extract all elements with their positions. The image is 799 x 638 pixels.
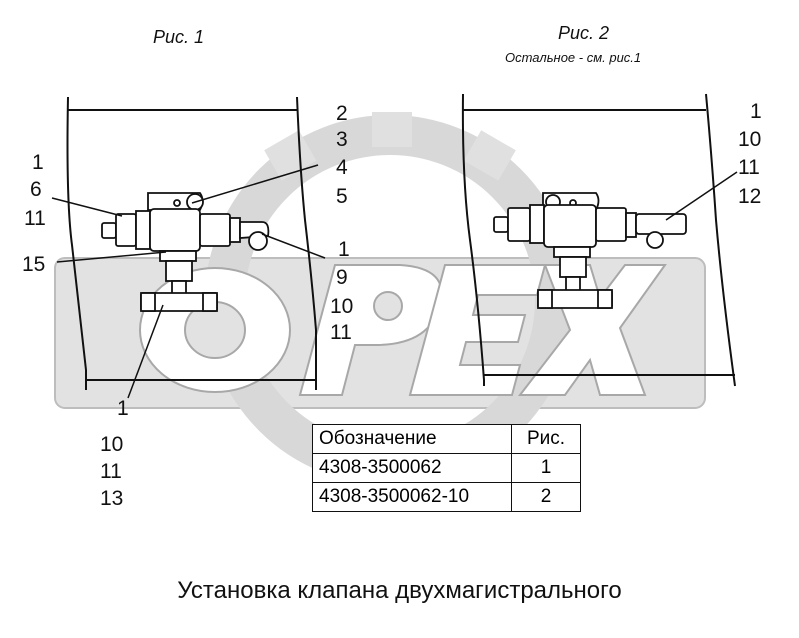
table-header-designation: Обозначение (312, 424, 512, 454)
fig1-panel (66, 96, 317, 390)
fig2-panel (461, 93, 736, 387)
callout-fig1-mid-1: 1 (338, 238, 350, 261)
fig2-leaders (665, 171, 738, 221)
fig1-title: Рис. 1 (153, 27, 205, 47)
callout-fig1-right-3: 3 (336, 128, 348, 151)
callout-fig1-mid-11: 11 (330, 321, 352, 344)
table-cell-fig: 1 (511, 453, 581, 483)
table-row: 4308-3500062 1 (312, 453, 581, 483)
fig1-leaders (51, 164, 326, 399)
designation-table: Обозначение Рис. 4308-3500062 1 4308-350… (312, 424, 581, 512)
table-row: 4308-3500062-10 2 (312, 482, 581, 512)
callout-fig1-left-6: 6 (30, 178, 42, 201)
fig2-subtitle: Остальное - см. рис.1 (505, 50, 642, 65)
fig2-valve (493, 192, 687, 309)
callout-fig1-bottom-13: 13 (100, 487, 124, 510)
callout-fig2-12: 12 (738, 185, 762, 208)
callout-fig1-right-5: 5 (336, 185, 348, 208)
callout-fig2-10: 10 (738, 128, 762, 151)
fig2-title: Рис. 2 (558, 23, 610, 43)
callout-fig1-mid-9: 9 (336, 266, 348, 289)
drawing-caption: Установка клапана двухмагистрального (177, 577, 622, 604)
callout-fig1-right-2: 2 (336, 102, 348, 125)
callout-fig1-bottom-1: 1 (117, 397, 129, 420)
callout-fig1-left-1: 1 (32, 151, 44, 174)
table-cell-designation: 4308-3500062 (312, 453, 512, 483)
callout-fig1-left-15: 15 (22, 253, 46, 276)
callout-fig1-right-4: 4 (336, 156, 348, 179)
callout-fig1-bottom-11: 11 (100, 460, 122, 483)
callout-fig1-mid-10: 10 (330, 295, 354, 318)
callout-fig1-bottom-10: 10 (100, 433, 124, 456)
callout-fig1-left-11: 11 (24, 207, 46, 230)
callout-fig2-1: 1 (750, 100, 762, 123)
table-cell-designation: 4308-3500062-10 (312, 482, 512, 512)
table-header-row: Обозначение Рис. (312, 424, 581, 454)
table-header-fig: Рис. (511, 424, 581, 454)
callout-fig2-11: 11 (738, 156, 760, 179)
table-cell-fig: 2 (511, 482, 581, 512)
fig1-valve (101, 192, 270, 312)
